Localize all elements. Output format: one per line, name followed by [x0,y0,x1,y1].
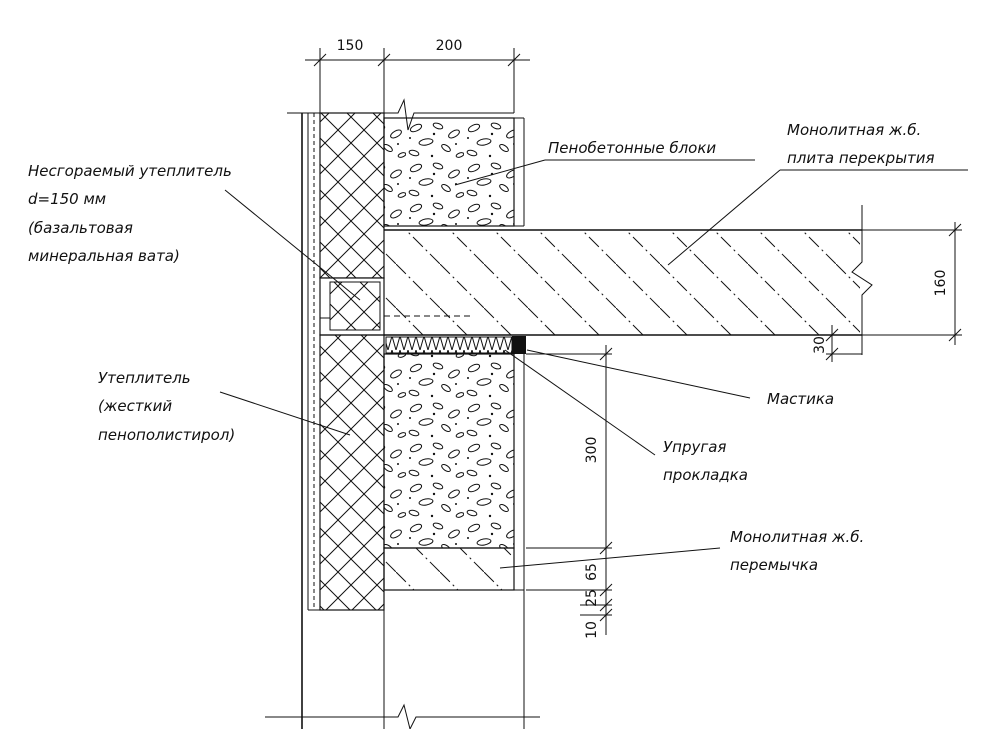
label-insulation-line4: минеральная вата) [28,247,180,265]
foam-concrete-block-upper [383,98,525,227]
label-lintel-line1: Монолитная ж.б. [730,528,864,546]
dim-30: 30 [812,336,828,354]
dim-10: 10 [584,621,600,639]
dimension-top: 150 200 [305,38,530,113]
label-slab-line2: плита перекрытия [787,149,935,167]
dim-160: 160 [933,270,949,297]
leader-lines [219,159,968,569]
dim-25: 25 [584,589,600,607]
label-mastic: Мастика [767,390,834,408]
monolithic-lintel [383,547,524,591]
dim-300: 300 [584,437,600,464]
dim-150: 150 [337,38,364,54]
mineral-wool-insulation-upper [319,112,385,279]
elastic-gasket [385,336,513,354]
label-slab-line1: Монолитная ж.б. [787,121,921,139]
insulation-insert-slab [319,277,385,336]
label-lintel-line2: перемычка [730,556,818,574]
mastic [512,336,526,354]
label-foam-blocks: Пенобетонные блоки [548,139,716,157]
label-gasket-line1: Упругая [663,438,726,456]
label-insulation-line3: (базальтовая [28,219,133,237]
label-rigid-line2: (жесткий [98,397,172,415]
dimension-block: 300 65 25 10 [526,345,613,639]
label-rigid-line1: Утеплитель [98,369,191,387]
label-gasket-line2: прокладка [663,466,748,484]
monolithic-floor-slab [383,205,873,355]
label-insulation-line2: d=150 мм [28,190,106,208]
label-rigid-line3: пенополистирол) [98,426,235,444]
dim-65: 65 [584,563,600,581]
opening-lower [265,590,540,729]
annotation-labels: Пенобетонные блоки Монолитная ж.б. плита… [28,121,935,574]
dimension-slab: 160 30 [812,222,962,362]
rigid-polystyrene-insulation [319,334,385,611]
dim-200: 200 [436,38,463,54]
foam-concrete-block-lower [383,353,525,590]
label-insulation-line1: Несгораемый утеплитель [28,162,232,180]
